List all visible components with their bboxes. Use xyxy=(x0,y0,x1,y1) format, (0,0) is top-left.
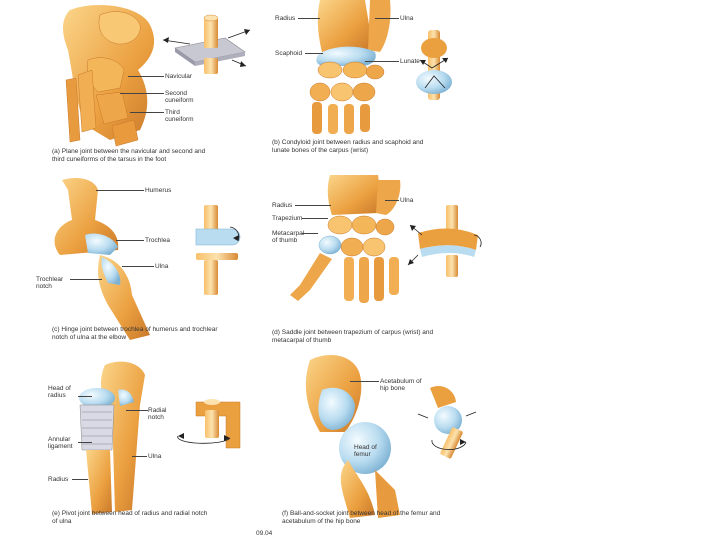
caption-pivot-joint: (e) Pivot joint between head of radius a… xyxy=(52,510,212,525)
panel-saddle-joint: Radius Ulna Trapezium Metacarpal of thum… xyxy=(260,175,480,350)
leader-line xyxy=(128,76,164,77)
thumb-bones-illustration xyxy=(260,175,480,350)
label-scaphoid: Scaphoid xyxy=(275,50,302,57)
label-ulna: Ulna xyxy=(155,263,168,270)
label-radius: Radius xyxy=(48,476,68,483)
leader-line xyxy=(70,279,102,280)
leader-line xyxy=(96,190,144,191)
label-ulna: Ulna xyxy=(148,453,161,460)
label-radius: Radius xyxy=(272,202,292,209)
label-head-of-radius: Head of radius xyxy=(48,385,78,399)
label-second-cuneiform: Second cuneiform xyxy=(165,90,205,104)
panel-plane-joint: Navicular Second cuneiform Third cuneifo… xyxy=(0,0,260,175)
leader-line xyxy=(375,18,399,19)
label-acetabulum: Acetabulum of hip bone xyxy=(380,378,422,392)
leader-line xyxy=(298,18,320,19)
label-trochlea: Trochlea xyxy=(145,237,170,244)
label-humerus: Humerus xyxy=(145,187,171,194)
leader-line xyxy=(385,200,399,201)
label-navicular: Navicular xyxy=(165,73,192,80)
caption-saddle-joint: (d) Saddle joint between trapezium of ca… xyxy=(272,329,442,344)
label-lunate: Lunate xyxy=(400,58,420,65)
leader-line xyxy=(120,93,164,94)
label-head-of-femur: Head of femur xyxy=(354,444,384,458)
panel-ball-and-socket-joint: Acetabulum of hip bone Head of femur (f)… xyxy=(260,350,480,540)
panel-condyloid-joint: Radius Ulna Scaphoid Lunate (b) Condyloi… xyxy=(260,0,480,175)
caption-hinge-joint: (c) Hinge joint between trochlea of hume… xyxy=(52,326,222,341)
label-trapezium: Trapezium xyxy=(272,215,302,222)
leader-line xyxy=(350,381,379,382)
leader-line xyxy=(132,456,147,457)
elbow-bones-illustration xyxy=(0,175,260,350)
caption-plane-joint: (a) Plane joint between the navicular an… xyxy=(52,148,212,163)
leader-line xyxy=(122,266,154,267)
leader-line xyxy=(365,61,399,62)
leader-line xyxy=(78,442,92,443)
leader-line xyxy=(116,240,144,241)
leader-line xyxy=(302,233,318,234)
caption-condyloid-joint: (b) Condyloid joint between radius and s… xyxy=(272,139,442,154)
label-trochlear-notch: Trochlear notch xyxy=(36,276,74,290)
leader-line xyxy=(78,396,92,397)
label-radial-notch: Radial notch xyxy=(148,407,178,421)
panel-hinge-joint: Humerus Trochlea Ulna Trochlear notch (c… xyxy=(0,175,260,350)
panel-pivot-joint: Head of radius Radial notch Annular liga… xyxy=(0,350,260,540)
leader-line xyxy=(295,205,331,206)
figure-id: 09.04 xyxy=(256,530,272,537)
leader-line xyxy=(305,53,323,54)
caption-ball-and-socket-joint: (f) Ball-and-socket joint between head o… xyxy=(282,510,442,525)
label-ulna: Ulna xyxy=(400,197,413,204)
label-annular-ligament: Annular ligament xyxy=(48,436,82,450)
leader-line xyxy=(72,479,88,480)
label-third-cuneiform: Third cuneiform xyxy=(165,109,205,123)
label-ulna: Ulna xyxy=(400,15,413,22)
leader-line xyxy=(302,218,328,219)
leader-line xyxy=(130,112,164,113)
label-radius: Radius xyxy=(275,15,295,22)
leader-line xyxy=(126,410,148,411)
label-metacarpal-of-thumb: Metacarpal of thumb xyxy=(272,230,306,244)
